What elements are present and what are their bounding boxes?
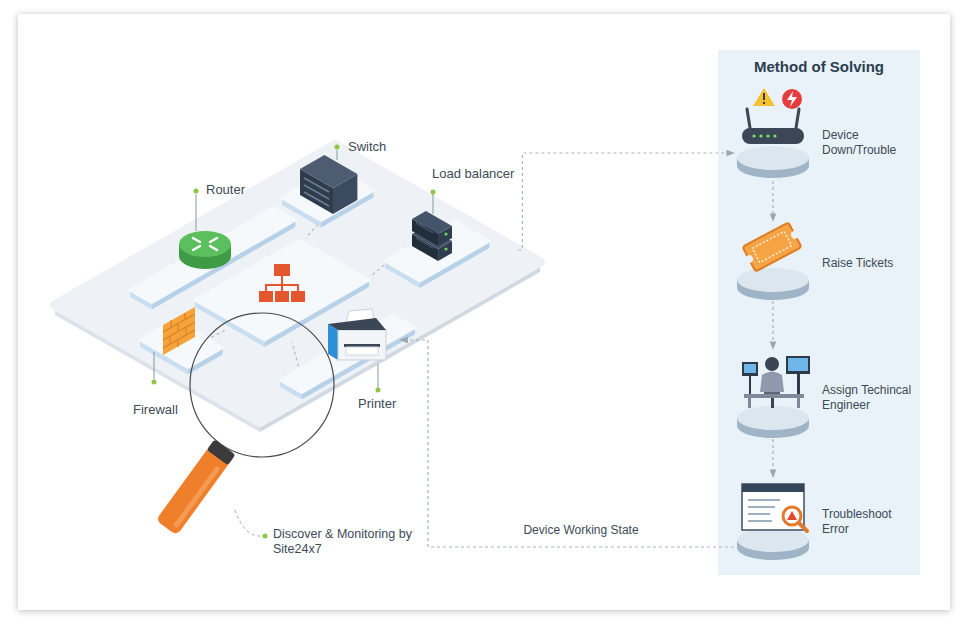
process-step: Device Down/Trouble xyxy=(734,88,918,180)
process-step: Assign Techincal Engineer xyxy=(734,350,918,438)
step-label: Raise Tickets xyxy=(822,256,914,271)
edge-label: Device Working State xyxy=(521,523,640,537)
step-label: Device Down/Trouble xyxy=(822,128,914,158)
firewall-node: Firewall xyxy=(130,320,200,421)
device-slabs xyxy=(130,168,489,400)
flow-connector xyxy=(518,153,734,250)
switch-icon xyxy=(300,155,357,214)
firewall-icon xyxy=(163,307,195,355)
process-step: Troubleshoot Error xyxy=(734,478,918,560)
flow-connector xyxy=(400,340,734,547)
callout-label: Discover & Monitoring by Site24x7 xyxy=(273,527,423,557)
step-label: Troubleshoot Error xyxy=(822,507,914,537)
network-platform xyxy=(55,145,540,432)
ticket-icon xyxy=(739,221,805,274)
device-label: Printer xyxy=(358,396,396,411)
printer-slab xyxy=(280,315,415,400)
step-discs xyxy=(737,146,809,560)
printer-icon xyxy=(328,309,386,360)
leader-dots xyxy=(152,145,436,539)
network-hub-icon xyxy=(259,264,305,302)
device-label: Router xyxy=(206,182,245,197)
router-icon xyxy=(179,231,231,269)
process-step: Raise Tickets xyxy=(734,222,918,300)
load-balancer-node: Load balancer xyxy=(400,166,518,276)
panel-background xyxy=(718,50,920,575)
device-label: Switch xyxy=(348,139,386,154)
device-down-icon xyxy=(742,88,804,144)
magnifier xyxy=(156,313,334,536)
printer-node: Printer xyxy=(322,306,400,415)
device-label: Firewall xyxy=(133,402,178,417)
flow-connector xyxy=(772,439,773,477)
flow-connector xyxy=(772,181,773,221)
troubleshoot-icon xyxy=(742,484,807,531)
load-balancer-icon xyxy=(412,211,452,261)
panel-title: Method of Solving xyxy=(718,59,920,74)
engineer-icon xyxy=(742,356,810,408)
step-label: Assign Techincal Engineer xyxy=(822,383,914,413)
flow-connector xyxy=(772,301,773,349)
device-label: Load balancer xyxy=(432,166,514,181)
leader-lines xyxy=(154,150,433,388)
process-panel: Method of SolvingDevice Down/TroubleRais… xyxy=(718,50,924,575)
router-node: Router xyxy=(170,182,249,272)
switch-node: Switch xyxy=(288,139,390,219)
